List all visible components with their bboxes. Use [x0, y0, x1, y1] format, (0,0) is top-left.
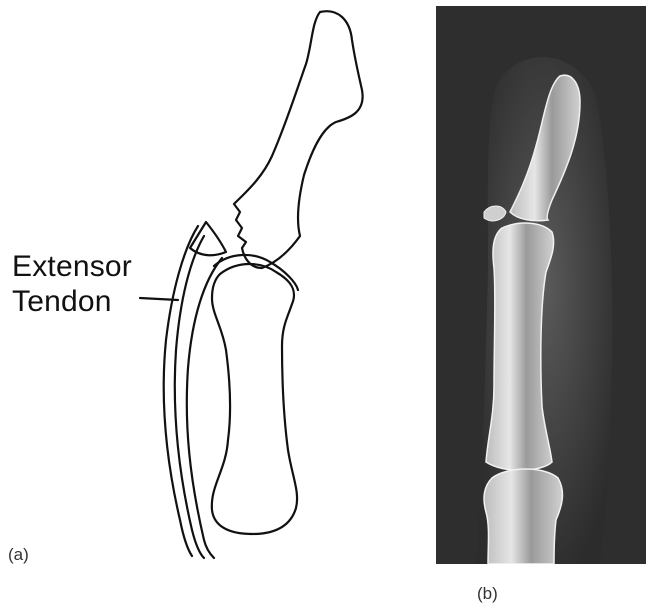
caption-b: (b)	[477, 584, 498, 604]
middle-phalanx-outline	[212, 264, 297, 534]
diagram-panel-a: Extensor Tendon	[0, 0, 420, 609]
xray-panel-b	[436, 6, 646, 564]
xray-proximal-phalanx	[484, 469, 562, 564]
tendon-line-2	[175, 236, 204, 558]
tendon-label: Tendon	[12, 285, 112, 319]
tendon-line-3	[187, 258, 222, 558]
bone-fragment	[190, 222, 226, 255]
distal-phalanx-outline	[234, 11, 363, 268]
caption-a: (a)	[8, 545, 29, 565]
joint-capsule	[214, 255, 298, 290]
xray-image	[436, 6, 646, 564]
extensor-label: Extensor	[12, 250, 132, 284]
tendon-line-1	[164, 226, 198, 556]
